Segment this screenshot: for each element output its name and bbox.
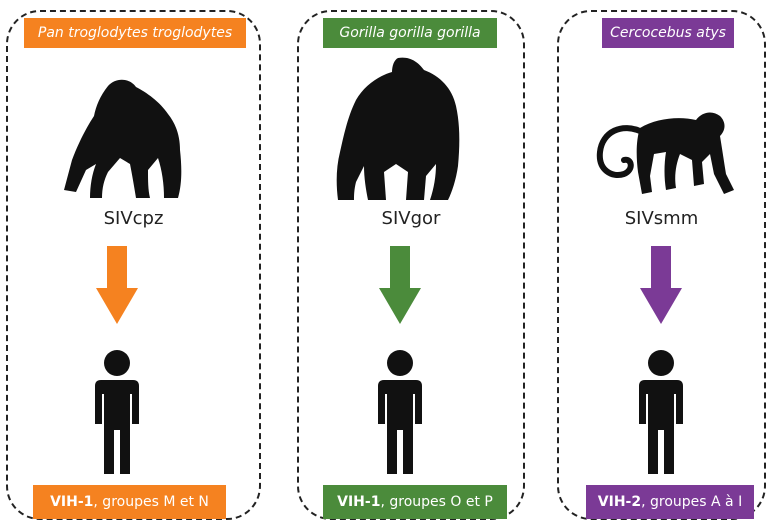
gorilla-icon [336, 57, 460, 201]
group-name: VIH-2 [597, 494, 642, 510]
species-label: Gorilla gorilla gorilla [323, 18, 497, 48]
chimpanzee-icon [64, 79, 182, 198]
group-label: VIH-2, groupes A à I [586, 485, 754, 519]
group-detail: , groupes O et P [380, 494, 493, 510]
species-label: Pan troglodytes troglodytes [24, 18, 246, 48]
group-name: VIH-1 [337, 494, 381, 510]
monkey-icon [596, 112, 734, 194]
panel-chimpanzee [6, 10, 261, 520]
species-label: Cercocebus atys [602, 18, 734, 48]
virus-label: SIVsmm [624, 208, 699, 229]
human-icon [639, 350, 683, 474]
group-label: VIH-1, groupes M et N [33, 485, 226, 519]
group-detail: , groupes M et N [93, 494, 209, 510]
group-name: VIH-1 [50, 494, 94, 510]
arrow-down-icon [96, 246, 138, 324]
group-label: VIH-1, groupes O et P [323, 485, 507, 519]
arrow-down-icon [640, 246, 682, 324]
panel-gorilla [297, 10, 525, 520]
panel-mangabey [557, 10, 766, 520]
human-icon [378, 350, 422, 474]
virus-label: SIVgor [381, 208, 441, 229]
human-icon [95, 350, 139, 474]
group-detail: , groupes A à I [641, 494, 743, 510]
virus-label: SIVcpz [103, 208, 164, 229]
arrow-down-icon [379, 246, 421, 324]
